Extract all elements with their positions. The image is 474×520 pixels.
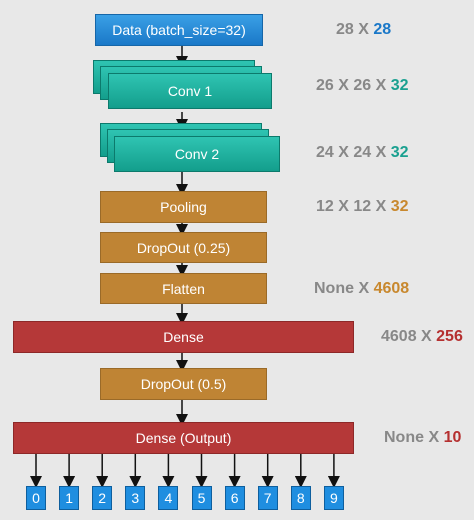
conv1-layer: Conv 1	[108, 73, 272, 109]
dropout-05-layer: DropOut (0.5)	[100, 368, 267, 400]
output-class-box: 0	[26, 486, 46, 510]
dropout-025-layer: DropOut (0.25)	[100, 232, 267, 263]
dim-accent: 4608	[373, 280, 410, 297]
dim-prefix: 12 X 12 X	[316, 198, 391, 215]
flatten-layer: Flatten	[100, 273, 267, 304]
output-class-box: 1	[59, 486, 80, 510]
data-layer: Data (batch_size=32)	[95, 14, 263, 46]
dim-prefix: 26 X 26 X	[316, 77, 391, 94]
dim-prefix: 4608 X	[381, 328, 437, 345]
dim-label-flatten: None X 4608	[314, 280, 409, 298]
dim-accent: 32	[390, 77, 409, 94]
output-class-box: 3	[125, 486, 146, 510]
conv2-layer: Conv 2	[114, 136, 280, 172]
dense-layer: Dense	[13, 321, 354, 353]
dim-label-pooling: 12 X 12 X 32	[316, 198, 409, 216]
output-class-box: 8	[290, 486, 311, 510]
dim-prefix: None X	[314, 280, 374, 297]
dim-accent: 28	[373, 21, 392, 38]
dense-output-layer: Dense (Output)	[13, 422, 354, 454]
output-class-box: 7	[257, 486, 278, 510]
dim-label-output: None X 10	[384, 429, 461, 447]
output-class-box: 9	[323, 486, 344, 510]
pooling-layer: Pooling	[100, 191, 267, 223]
dim-label-data: 28 X 28	[336, 21, 391, 39]
dim-accent: 32	[390, 198, 409, 215]
dim-prefix: 24 X 24 X	[316, 144, 391, 161]
dim-accent: 32	[390, 144, 409, 161]
output-class-box: 4	[158, 486, 179, 510]
dim-accent: 256	[436, 328, 463, 345]
output-class-box: 6	[224, 486, 245, 510]
output-class-box: 5	[191, 486, 212, 510]
dim-prefix: None X	[384, 429, 444, 446]
dim-label-conv2: 24 X 24 X 32	[316, 144, 409, 162]
output-class-box: 2	[92, 486, 113, 510]
dim-label-conv1: 26 X 26 X 32	[316, 77, 409, 95]
dim-label-dense: 4608 X 256	[381, 328, 463, 346]
dim-accent: 10	[443, 429, 462, 446]
dim-prefix: 28 X	[336, 21, 374, 38]
